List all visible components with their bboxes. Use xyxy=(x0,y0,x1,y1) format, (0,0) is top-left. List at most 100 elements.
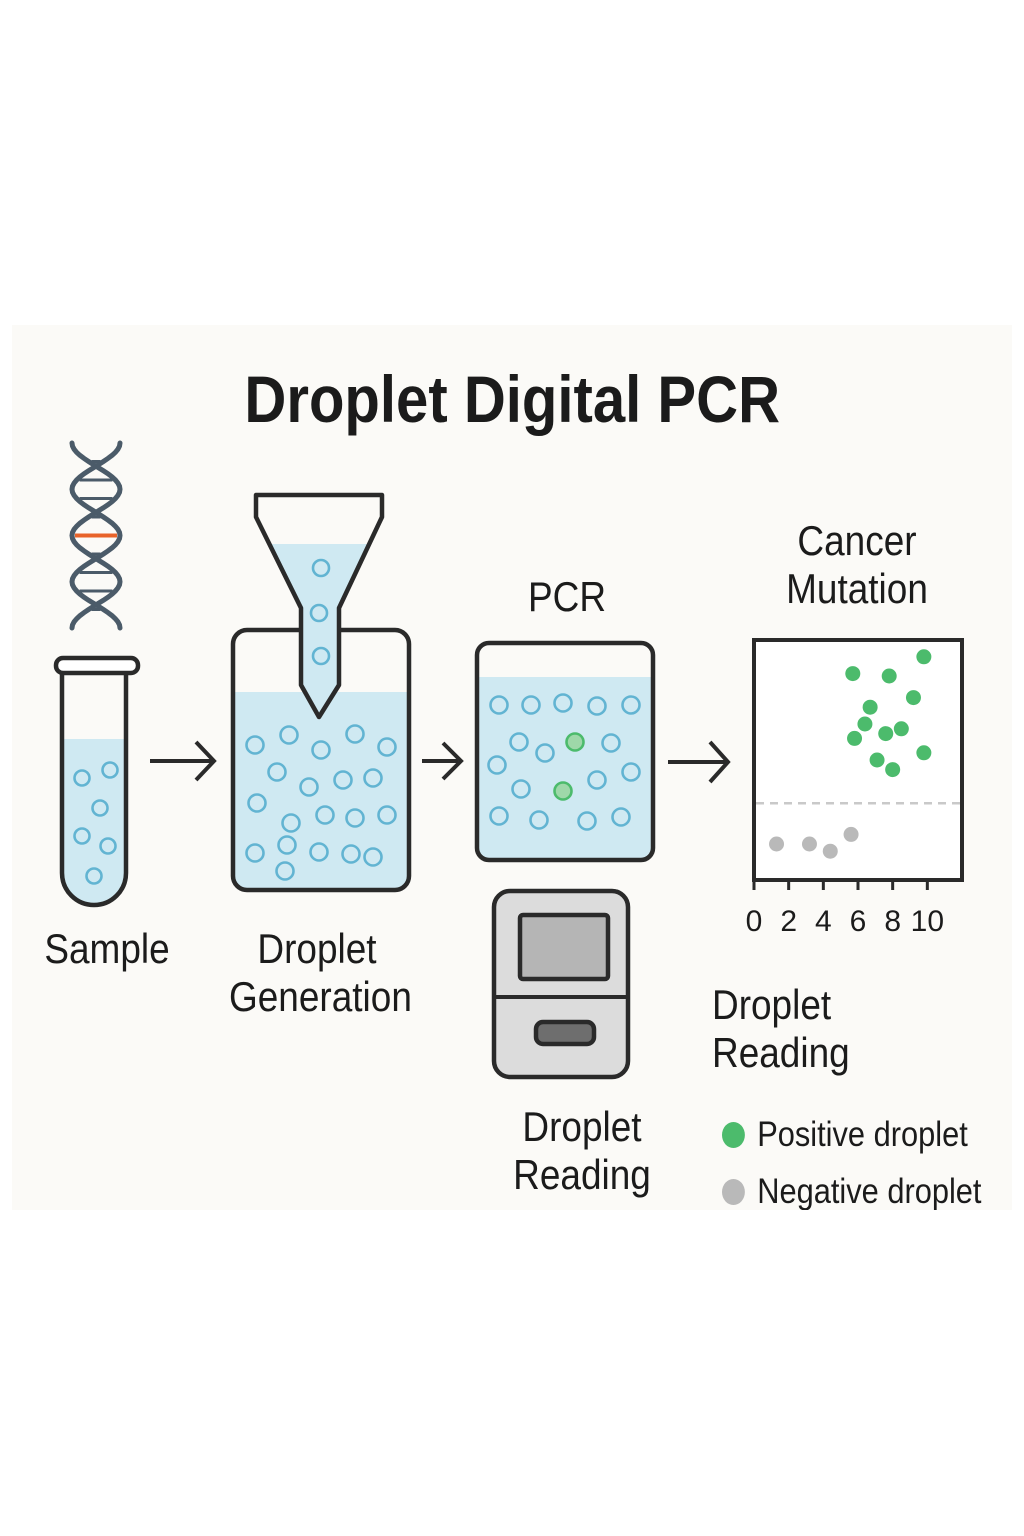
negative-droplet-point xyxy=(769,836,785,852)
positive-droplet-point xyxy=(869,752,885,768)
tube-cap xyxy=(53,655,141,676)
x-tick-label: 4 xyxy=(815,905,832,938)
droplet xyxy=(377,737,397,757)
droplet xyxy=(247,793,267,813)
droplet-positive xyxy=(565,732,585,752)
droplet xyxy=(529,810,549,830)
positive-droplet-point xyxy=(845,666,861,682)
x-tick-label: 2 xyxy=(780,905,797,938)
tube-body xyxy=(59,673,129,908)
pcr-plate-icon xyxy=(474,640,656,863)
positive-droplet-point xyxy=(916,649,932,665)
positive-droplet-point xyxy=(862,699,878,715)
arrow-right-icon xyxy=(150,740,217,782)
positive-droplet-point xyxy=(847,730,863,746)
droplet xyxy=(345,724,365,744)
positive-droplet-point xyxy=(893,721,909,737)
reader-slot xyxy=(533,1019,597,1047)
droplet xyxy=(73,827,91,845)
x-axis-ticks xyxy=(752,880,929,890)
positive-droplet-point xyxy=(878,726,894,742)
dna-base-pairs xyxy=(75,460,117,611)
droplet xyxy=(309,842,329,862)
droplet xyxy=(587,696,607,716)
droplet xyxy=(511,779,531,799)
droplet xyxy=(315,805,335,825)
droplet xyxy=(277,835,297,855)
droplet xyxy=(73,769,91,787)
step-label-line: Droplet xyxy=(522,1103,642,1150)
plate-body xyxy=(474,640,656,863)
droplet xyxy=(621,695,641,715)
positive-droplet-point xyxy=(905,690,921,706)
funnel-liquid xyxy=(271,544,369,717)
step-label-line: Reading xyxy=(513,1150,651,1198)
funnel-droplets xyxy=(309,558,331,666)
container-liquid xyxy=(233,692,409,890)
step-label-line: Reading xyxy=(712,1028,850,1076)
x-tick-label: 8 xyxy=(884,905,901,938)
negative-droplet-point xyxy=(843,826,859,842)
step-label-line: PCR xyxy=(527,573,607,620)
droplet-reader-icon xyxy=(491,888,631,1080)
droplet xyxy=(341,844,361,864)
step-label-sample: Sample xyxy=(32,925,182,973)
x-tick-label: 6 xyxy=(850,905,867,938)
droplet xyxy=(535,743,555,763)
droplet xyxy=(509,732,529,752)
arrow-right-icon xyxy=(668,740,731,784)
droplet xyxy=(553,693,573,713)
step-label-line: Generation xyxy=(229,972,412,1020)
plot-frame xyxy=(752,638,964,882)
droplet xyxy=(309,603,329,623)
legend-item-positive: Positive droplet xyxy=(722,1115,968,1155)
positive-droplet-point xyxy=(916,745,932,761)
diagram-title: Droplet Digital PCR xyxy=(244,362,781,436)
container-droplets xyxy=(245,724,397,881)
plot-caption-droplet-reading: Droplet Reading xyxy=(712,981,870,1077)
step-label-droplet-reading: Droplet Reading xyxy=(494,1103,670,1199)
droplet xyxy=(279,725,299,745)
droplet xyxy=(489,806,509,826)
droplet xyxy=(267,762,287,782)
droplet xyxy=(345,808,365,828)
scatter-points xyxy=(769,649,932,859)
dna-strand-a xyxy=(69,440,123,631)
droplet-positive xyxy=(553,781,573,801)
step-label-cancer-mutation: Cancer Mutation xyxy=(769,517,945,613)
droplet xyxy=(487,755,507,775)
reader-screen xyxy=(517,912,611,982)
funnel-icon xyxy=(253,492,385,720)
arrow-right-icon xyxy=(422,741,464,781)
step-label-pcr: PCR xyxy=(519,573,616,621)
x-tick-label: 10 xyxy=(911,905,944,938)
positive-droplet-point xyxy=(857,716,873,732)
funnel-body xyxy=(253,492,385,720)
droplet xyxy=(311,740,331,760)
droplet xyxy=(621,762,641,782)
legend-negative-label: Negative droplet xyxy=(757,1172,982,1210)
plate-droplets xyxy=(487,693,641,831)
legend-positive-label: Positive droplet xyxy=(757,1115,968,1154)
droplet xyxy=(91,799,109,817)
test-tube-icon xyxy=(53,655,141,908)
step-label-line: Sample xyxy=(44,925,170,972)
droplet xyxy=(587,770,607,790)
tube-droplets xyxy=(73,761,119,885)
droplet xyxy=(363,847,383,867)
droplet xyxy=(281,813,301,833)
step-label-line: Cancer xyxy=(797,517,917,564)
droplet xyxy=(521,695,541,715)
droplet xyxy=(99,837,117,855)
droplet xyxy=(245,843,265,863)
step-label-line: Droplet xyxy=(257,925,377,972)
droplet xyxy=(101,761,119,779)
droplet xyxy=(363,768,383,788)
dna-strand-b xyxy=(69,440,123,631)
legend-negative-swatch xyxy=(722,1179,745,1205)
droplet-container-icon xyxy=(230,627,412,893)
